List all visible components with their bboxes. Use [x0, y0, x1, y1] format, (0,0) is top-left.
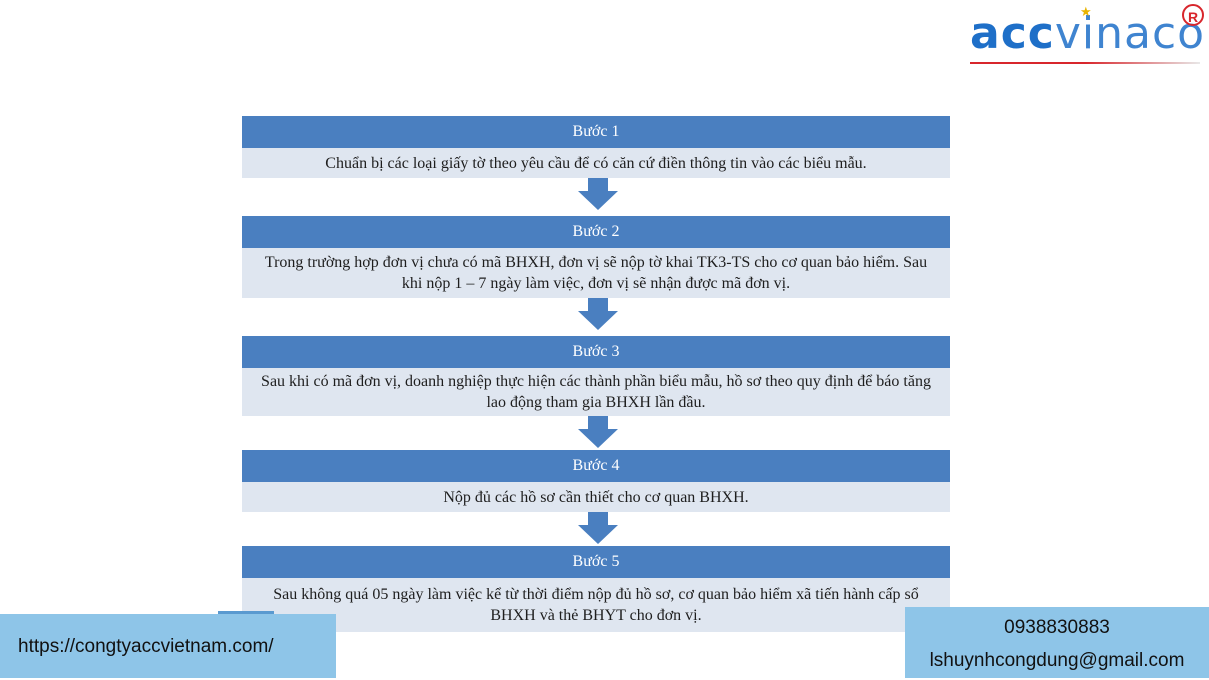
- website-link[interactable]: https://congtyaccvietnam.com/: [0, 614, 336, 678]
- step-5: Bước 5 Sau không quá 05 ngày làm việc kể…: [242, 546, 950, 632]
- logo-wordmark: accvinaco: [970, 12, 1205, 56]
- step-2-text: Trong trường hợp đơn vị chưa có mã BHXH,…: [242, 248, 950, 298]
- contact-info: 0938830883 lshuynhcongdung@gmail.com: [905, 607, 1209, 678]
- step-3-text: Sau khi có mã đơn vị, doanh nghiệp thực …: [242, 368, 950, 416]
- step-4: Bước 4 Nộp đủ các hồ sơ cần thiết cho cơ…: [242, 450, 950, 512]
- down-arrow-icon: [578, 298, 618, 330]
- registered-mark-icon: R: [1182, 4, 1204, 26]
- step-2: Bước 2 Trong trường hợp đơn vị chưa có m…: [242, 216, 950, 298]
- step-2-title: Bước 2: [242, 216, 950, 248]
- email-address[interactable]: lshuynhcongdung@gmail.com: [929, 650, 1185, 671]
- logo-text-acc: acc: [970, 8, 1055, 59]
- logo-text-vinaco: vinaco: [1054, 8, 1206, 59]
- step-5-title: Bước 5: [242, 546, 950, 578]
- down-arrow-icon: [578, 178, 618, 210]
- accvinaco-logo: accvinaco ★ R: [968, 4, 1208, 66]
- step-1: Bước 1 Chuẩn bị các loại giấy tờ theo yê…: [242, 116, 950, 178]
- step-3: Bước 3 Sau khi có mã đơn vị, doanh nghiệ…: [242, 336, 950, 416]
- logo-underline: [970, 62, 1200, 64]
- step-5-text: Sau không quá 05 ngày làm việc kể từ thờ…: [242, 578, 950, 632]
- step-4-text: Nộp đủ các hồ sơ cần thiết cho cơ quan B…: [242, 482, 950, 512]
- step-4-title: Bước 4: [242, 450, 950, 482]
- logo-star-icon: ★: [1080, 4, 1092, 19]
- step-3-title: Bước 3: [242, 336, 950, 368]
- step-1-title: Bước 1: [242, 116, 950, 148]
- step-1-text: Chuẩn bị các loại giấy tờ theo yêu cầu đ…: [242, 148, 950, 178]
- down-arrow-icon: [578, 416, 618, 448]
- phone-number[interactable]: 0938830883: [1004, 617, 1110, 638]
- down-arrow-icon: [578, 512, 618, 544]
